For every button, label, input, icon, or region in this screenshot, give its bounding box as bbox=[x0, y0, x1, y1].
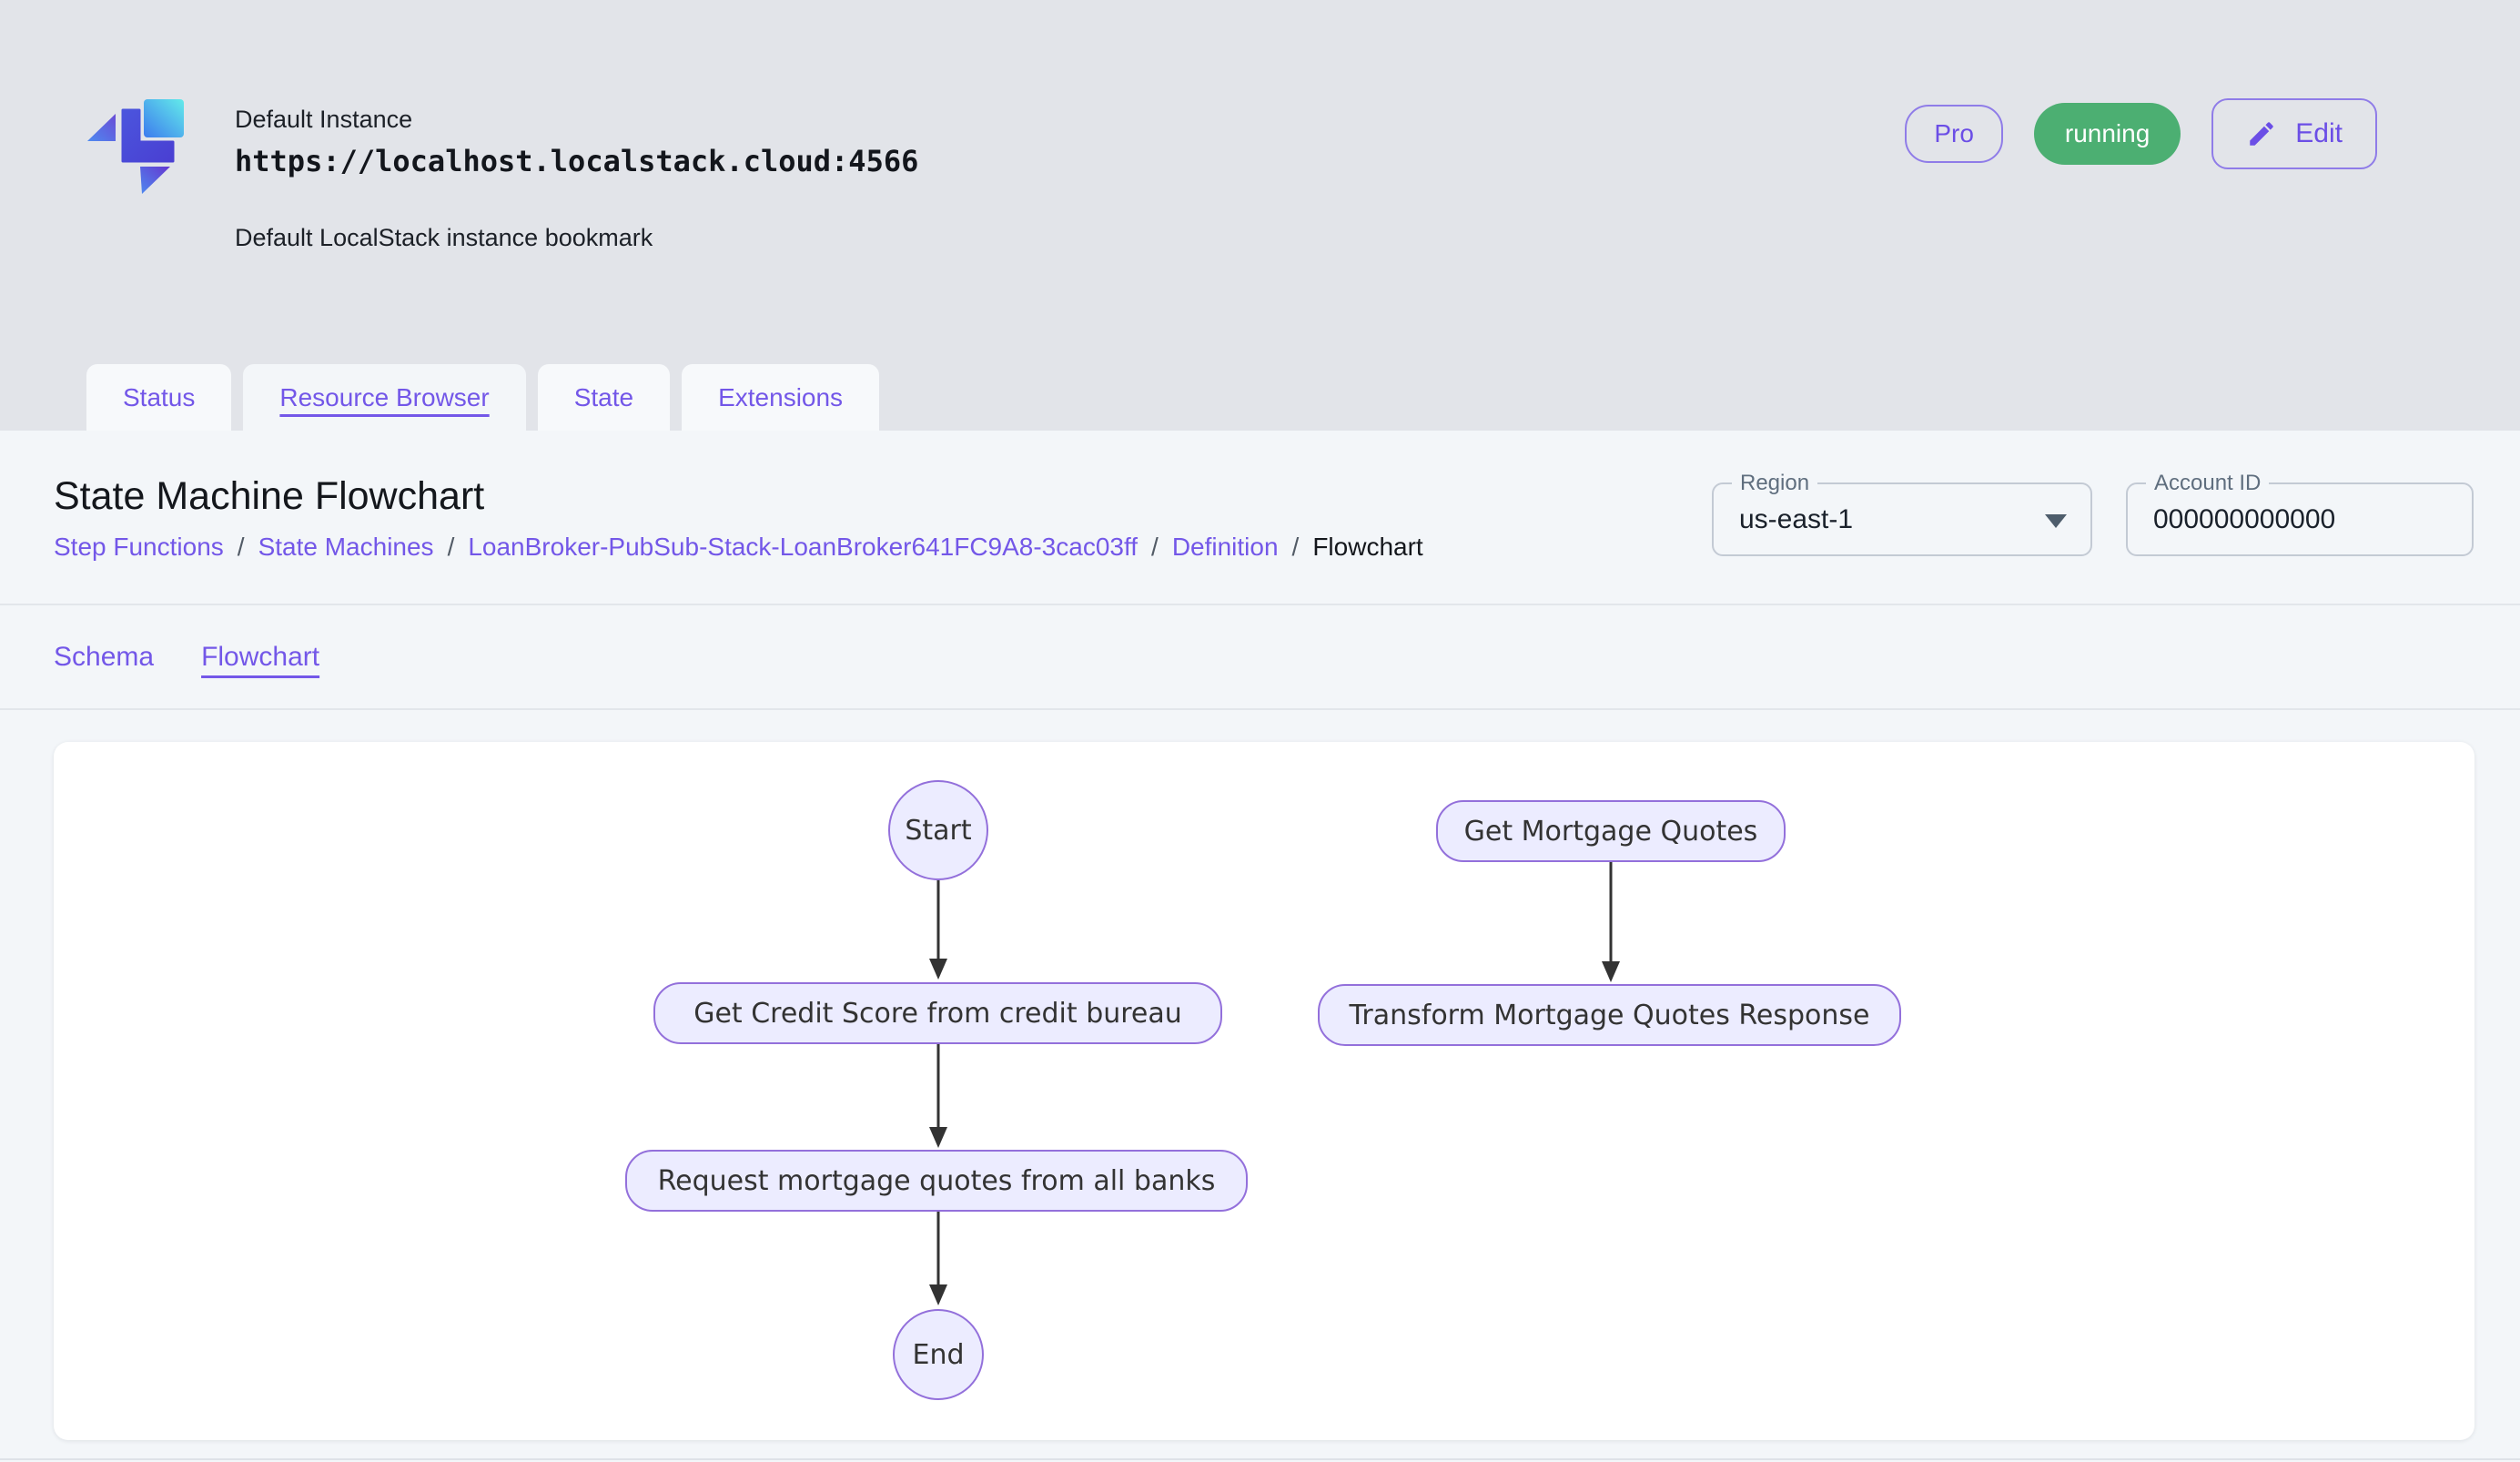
edit-button[interactable]: Edit bbox=[2211, 98, 2377, 169]
region-select[interactable]: Region us-east-1 bbox=[1712, 471, 2092, 556]
breadcrumb-separator: / bbox=[1291, 533, 1300, 561]
pencil-icon bbox=[2250, 122, 2274, 146]
account-id-input[interactable] bbox=[2128, 484, 2472, 554]
instance-description: Default LocalStack instance bookmark bbox=[235, 224, 653, 251]
region-select-label: Region bbox=[1732, 471, 1818, 496]
breadcrumb-state-machine-name[interactable]: LoanBroker-PubSub-Stack-LoanBroker641FC9… bbox=[468, 533, 1139, 561]
tab-resource-browser[interactable]: Resource Browser bbox=[243, 364, 526, 431]
flowchart-node-transform-response: Transform Mortgage Quotes Response bbox=[1318, 984, 1901, 1046]
subtab-flowchart[interactable]: Flowchart bbox=[201, 641, 320, 672]
running-status-badge: running bbox=[2033, 103, 2181, 165]
page-title: State Machine Flowchart bbox=[54, 474, 485, 518]
tab-status[interactable]: Status bbox=[86, 364, 232, 431]
flowchart-node-request-quotes: Request mortgage quotes from all banks bbox=[625, 1150, 1248, 1212]
flowchart-node-end: End bbox=[893, 1309, 984, 1400]
tab-extensions[interactable]: Extensions bbox=[682, 364, 880, 431]
header-actions: Pro running Edit bbox=[1905, 96, 2377, 171]
breadcrumb: Step Functions / State Machines / LoanBr… bbox=[54, 533, 1423, 562]
instance-name: Default Instance bbox=[235, 106, 413, 133]
instance-header: Default Instance https://localhost.local… bbox=[0, 0, 2520, 431]
divider bbox=[0, 604, 2520, 605]
breadcrumb-separator: / bbox=[1151, 533, 1159, 561]
divider bbox=[0, 708, 2520, 710]
region-select-value: us-east-1 bbox=[1739, 503, 1854, 534]
tab-state[interactable]: State bbox=[537, 364, 671, 431]
flowchart-card: Start Get Credit Score from credit burea… bbox=[54, 742, 2474, 1440]
instance-info: Default Instance https://localhost.local… bbox=[235, 102, 918, 255]
divider bbox=[0, 1458, 2520, 1460]
flowchart-edges bbox=[929, 862, 1620, 1305]
page-header: State Machine Flowchart Step Functions /… bbox=[0, 431, 2520, 604]
breadcrumb-separator: / bbox=[237, 533, 245, 561]
flowchart-node-start: Start bbox=[888, 780, 988, 880]
flowchart-node-get-credit-score: Get Credit Score from credit bureau bbox=[653, 982, 1222, 1044]
main-tabs: Status Resource Browser State Extensions bbox=[86, 364, 880, 431]
definition-subtabs: Schema Flowchart bbox=[0, 605, 2520, 708]
subtab-schema[interactable]: Schema bbox=[54, 641, 155, 672]
account-id-field: Account ID bbox=[2126, 471, 2474, 556]
pro-badge: Pro bbox=[1905, 105, 2003, 163]
resource-browser-panel: State Machine Flowchart Step Functions /… bbox=[0, 431, 2520, 1440]
localstack-logo-icon bbox=[87, 99, 184, 194]
breadcrumb-step-functions[interactable]: Step Functions bbox=[54, 533, 224, 561]
edit-button-label: Edit bbox=[2295, 118, 2343, 148]
caret-down-icon bbox=[2045, 513, 2067, 528]
flowchart-node-get-mortgage-quotes: Get Mortgage Quotes bbox=[1436, 800, 1786, 862]
breadcrumb-separator: / bbox=[447, 533, 455, 561]
breadcrumb-definition[interactable]: Definition bbox=[1171, 533, 1279, 561]
instance-url: https://localhost.localstack.cloud:4566 bbox=[235, 144, 919, 178]
breadcrumb-state-machines[interactable]: State Machines bbox=[258, 533, 434, 561]
breadcrumb-flowchart-current: Flowchart bbox=[1312, 533, 1423, 561]
